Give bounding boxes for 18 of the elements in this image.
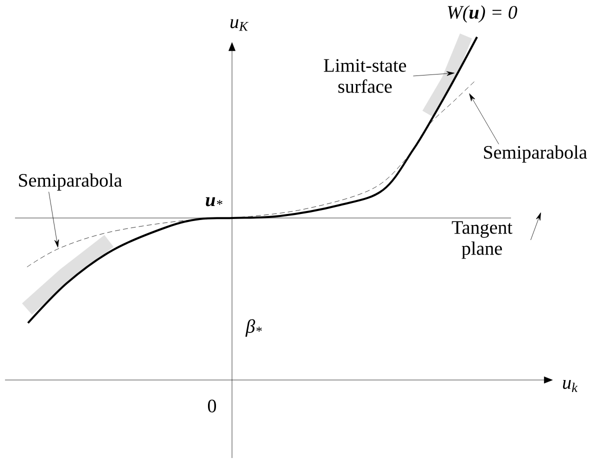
semiparabola-curve: [26, 218, 232, 268]
shaded-band: [422, 34, 472, 118]
leader-line: [48, 192, 59, 248]
axis-label: u$_{K}$: [230, 19, 248, 31]
axis-label: β$_{*}$: [245, 319, 262, 337]
axis-label: 0: [208, 400, 216, 412]
callout-text: Semiparabola: [19, 173, 122, 191]
axis-label: u$_{*}$: [206, 197, 222, 206]
axis-label: W(u) = 0: [448, 5, 518, 23]
leader-line: [413, 71, 454, 76]
callout-text: Limit-state surface: [324, 59, 406, 93]
callout-text: Tangent plane: [452, 221, 512, 259]
callout-text: Semiparabola: [484, 145, 587, 163]
axis-label: u$_{k}$: [563, 380, 578, 392]
shaded-band: [22, 235, 114, 315]
leader-line: [469, 93, 499, 144]
semiparabola-curve: [232, 80, 476, 218]
leader-line: [530, 212, 541, 240]
